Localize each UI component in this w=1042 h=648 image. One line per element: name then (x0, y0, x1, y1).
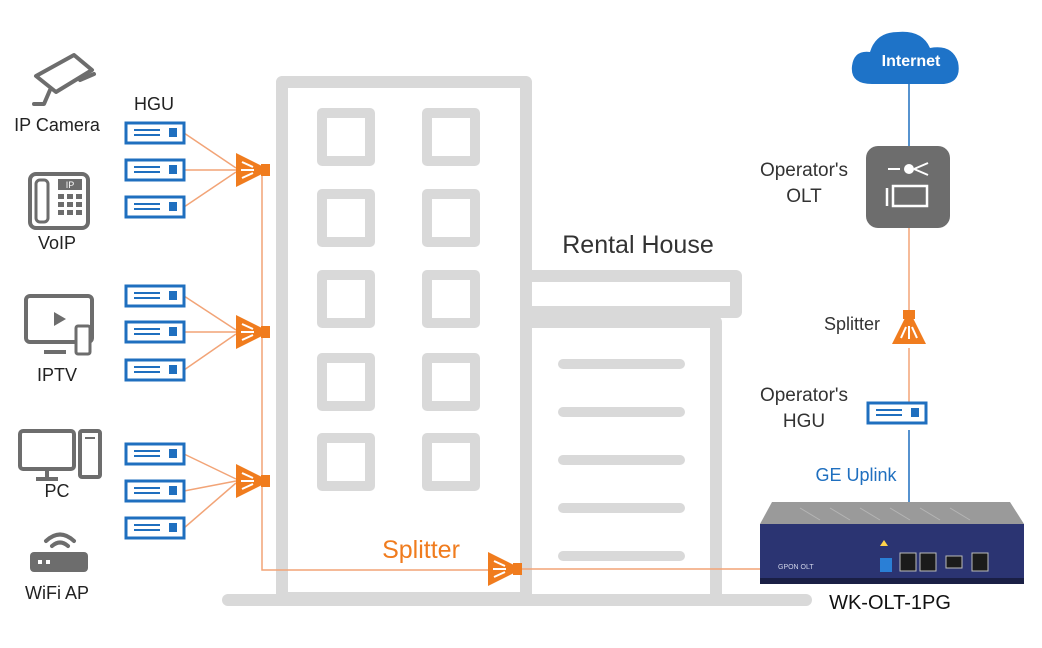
splitter-icon (235, 314, 271, 350)
hgu-group (124, 121, 186, 540)
hgu-box-icon (124, 121, 186, 145)
fiber-lines (183, 132, 910, 571)
hgu-box-icon (124, 284, 186, 308)
tv-icon (24, 294, 94, 356)
hgu-box-icon (124, 195, 186, 219)
splitter-icon (235, 463, 271, 499)
wifi-ap-label: WiFi AP (25, 583, 89, 603)
splitter-label-bottom: Splitter (382, 536, 460, 564)
hgu-box-icon (124, 442, 186, 466)
svg-text:GPON OLT: GPON OLT (778, 564, 814, 571)
device-model-label: WK-OLT-1PG (829, 592, 951, 614)
hgu-box-icon (866, 401, 928, 425)
voip-label: VoIP (38, 233, 76, 253)
building-windows (317, 108, 480, 491)
ip-camera-label: IP Camera (14, 115, 101, 135)
router-icon (30, 532, 88, 572)
hgu-box-icon (124, 516, 186, 540)
operator-hgu-label-line2: HGU (783, 411, 825, 432)
hgu-box-icon (124, 358, 186, 382)
olt-device: GPON OLT (760, 502, 1024, 584)
internet-label: Internet (882, 53, 941, 70)
rental-house-slats (558, 359, 685, 561)
ge-uplink-label: GE Uplink (815, 465, 897, 485)
hgu-box-icon (124, 158, 186, 182)
iptv-label: IPTV (37, 365, 77, 385)
splitter-icon (487, 551, 523, 587)
svg-text:IP: IP (66, 180, 75, 190)
hgu-box-icon (124, 479, 186, 503)
pc-label: PC (44, 481, 69, 501)
splitter-label-right: Splitter (824, 314, 880, 334)
pc-icon (18, 429, 102, 481)
cloud-icon (851, 31, 959, 84)
rental-house-label: Rental House (562, 231, 713, 259)
hgu-label: HGU (134, 94, 174, 114)
splitter-icon (891, 309, 927, 345)
hgu-box-icon (124, 320, 186, 344)
splitter-icon (235, 152, 271, 188)
operator-olt-label-line2: OLT (786, 186, 822, 207)
camera-icon (32, 53, 96, 106)
phone-icon: IP (28, 172, 90, 230)
olt-icon (866, 146, 950, 228)
operator-hgu-label-line1: Operator's (760, 385, 848, 406)
operator-olt-label-line1: Operator's (760, 160, 848, 181)
